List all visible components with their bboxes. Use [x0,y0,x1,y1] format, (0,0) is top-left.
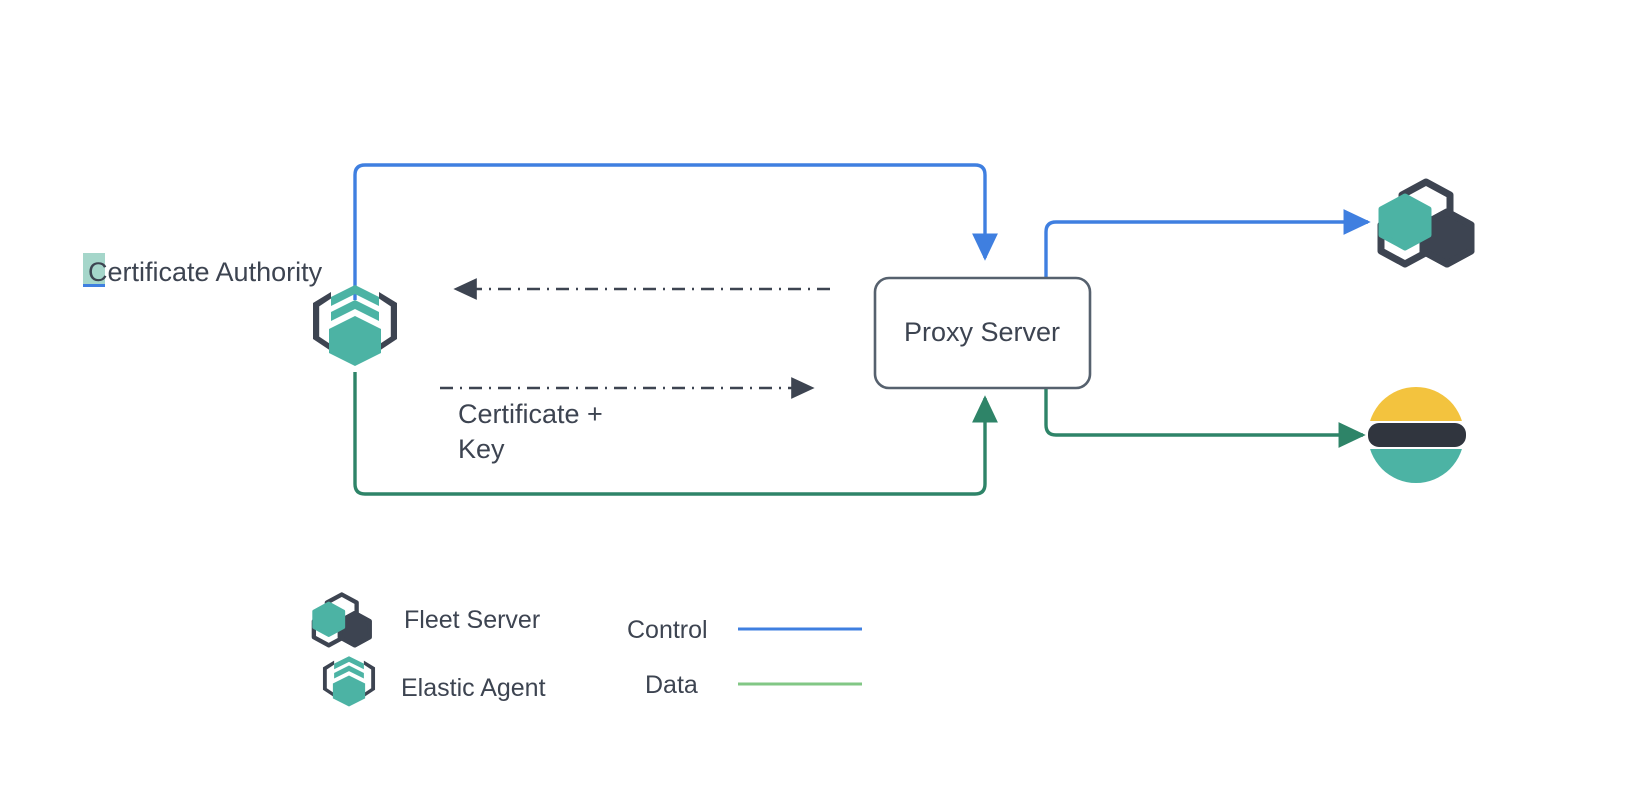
legend-label-control: Control [627,616,708,644]
proxy-server-box[interactable] [873,276,1092,390]
edge-agent-to-proxy-control [353,163,998,300]
legend-label-fleet-server: Fleet Server [404,606,540,634]
certificate-key-label-line2: Key [458,434,505,464]
elasticsearch-bottom-arc [1370,449,1462,483]
edge-label-certificate-key: Certificate + Key [458,399,603,464]
certificate-authority-label: Certificate Authority [88,257,323,287]
legend-item-data: Data [645,671,862,699]
node-proxy-server[interactable]: Proxy Server [873,276,1092,390]
node-fleet-server[interactable] [1381,182,1471,264]
legend: Fleet Server Elastic Agent Control Data [314,594,862,707]
elasticsearch-icon [1368,387,1466,483]
legend-label-elastic-agent: Elastic Agent [401,674,546,702]
edge-proxy-to-fleet-control [1044,209,1371,278]
node-certificate-authority[interactable]: Certificate Authority [83,253,397,366]
elastic-agent-icon [322,656,376,707]
node-elasticsearch[interactable] [1368,387,1466,483]
legend-item-control: Control [627,616,862,644]
proxy-server-label: Proxy Server [904,317,1060,347]
legend-item-fleet-server: Fleet Server [314,594,540,645]
legend-item-elastic-agent: Elastic Agent [322,656,546,707]
certificate-authority-label-highlight [83,253,105,286]
certificate-authority-label-underline [83,284,105,287]
edge-agent-to-proxy-data [353,372,998,496]
edge-proxy-to-elasticsearch-data [1044,382,1366,448]
elasticsearch-middle-bar [1368,423,1466,447]
legend-label-data: Data [645,671,698,699]
fleet-server-icon [314,594,370,645]
certificate-key-label-line1: Certificate + [458,399,603,429]
elasticsearch-top-arc [1370,387,1462,421]
